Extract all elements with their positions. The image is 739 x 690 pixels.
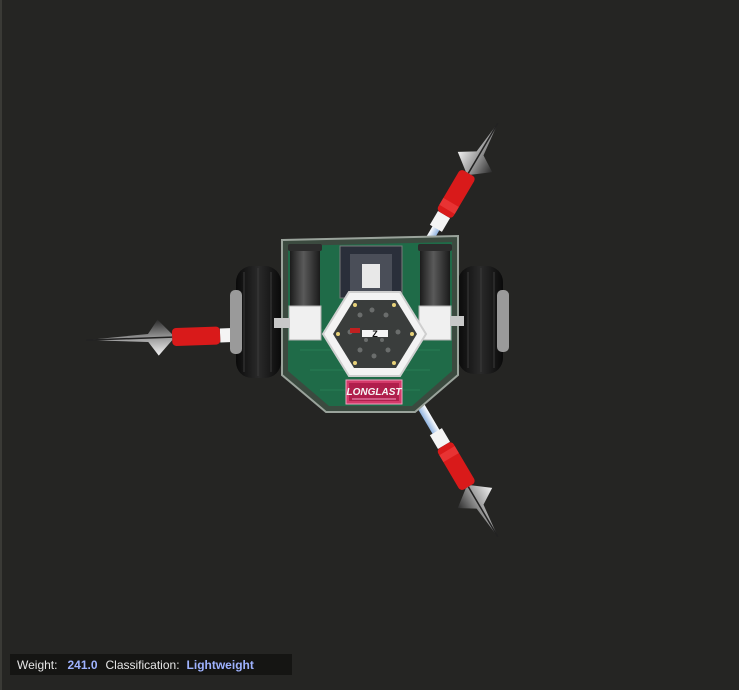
spear-red-sleeve (437, 442, 475, 490)
classification-label: Classification: (105, 657, 180, 672)
spear-red-sleeve (171, 326, 221, 346)
weapon-hub: Z (321, 291, 428, 377)
chassis-rear-block (339, 245, 403, 299)
classification-value: Lightweight (186, 657, 254, 672)
longlast-logo-badge: LONGLAST (345, 379, 403, 405)
weight-label: Weight: (17, 657, 58, 672)
hub-label: Z (372, 329, 378, 339)
status-bar: Weight: 241.0 Classification: Lightweigh… (10, 654, 292, 675)
weight-value: 241.0 (67, 657, 98, 672)
motor-left (274, 244, 322, 341)
spear-red-sleeve (437, 170, 475, 218)
motor-right (418, 244, 464, 341)
spear-tip-blade (457, 485, 498, 537)
spear-tip-blade (457, 123, 498, 175)
spear-tip-blade (86, 319, 173, 356)
wheel-left (230, 266, 281, 378)
logo-text: LONGLAST (347, 387, 403, 398)
viewport-border (0, 0, 2, 690)
wheel-right (458, 266, 509, 374)
